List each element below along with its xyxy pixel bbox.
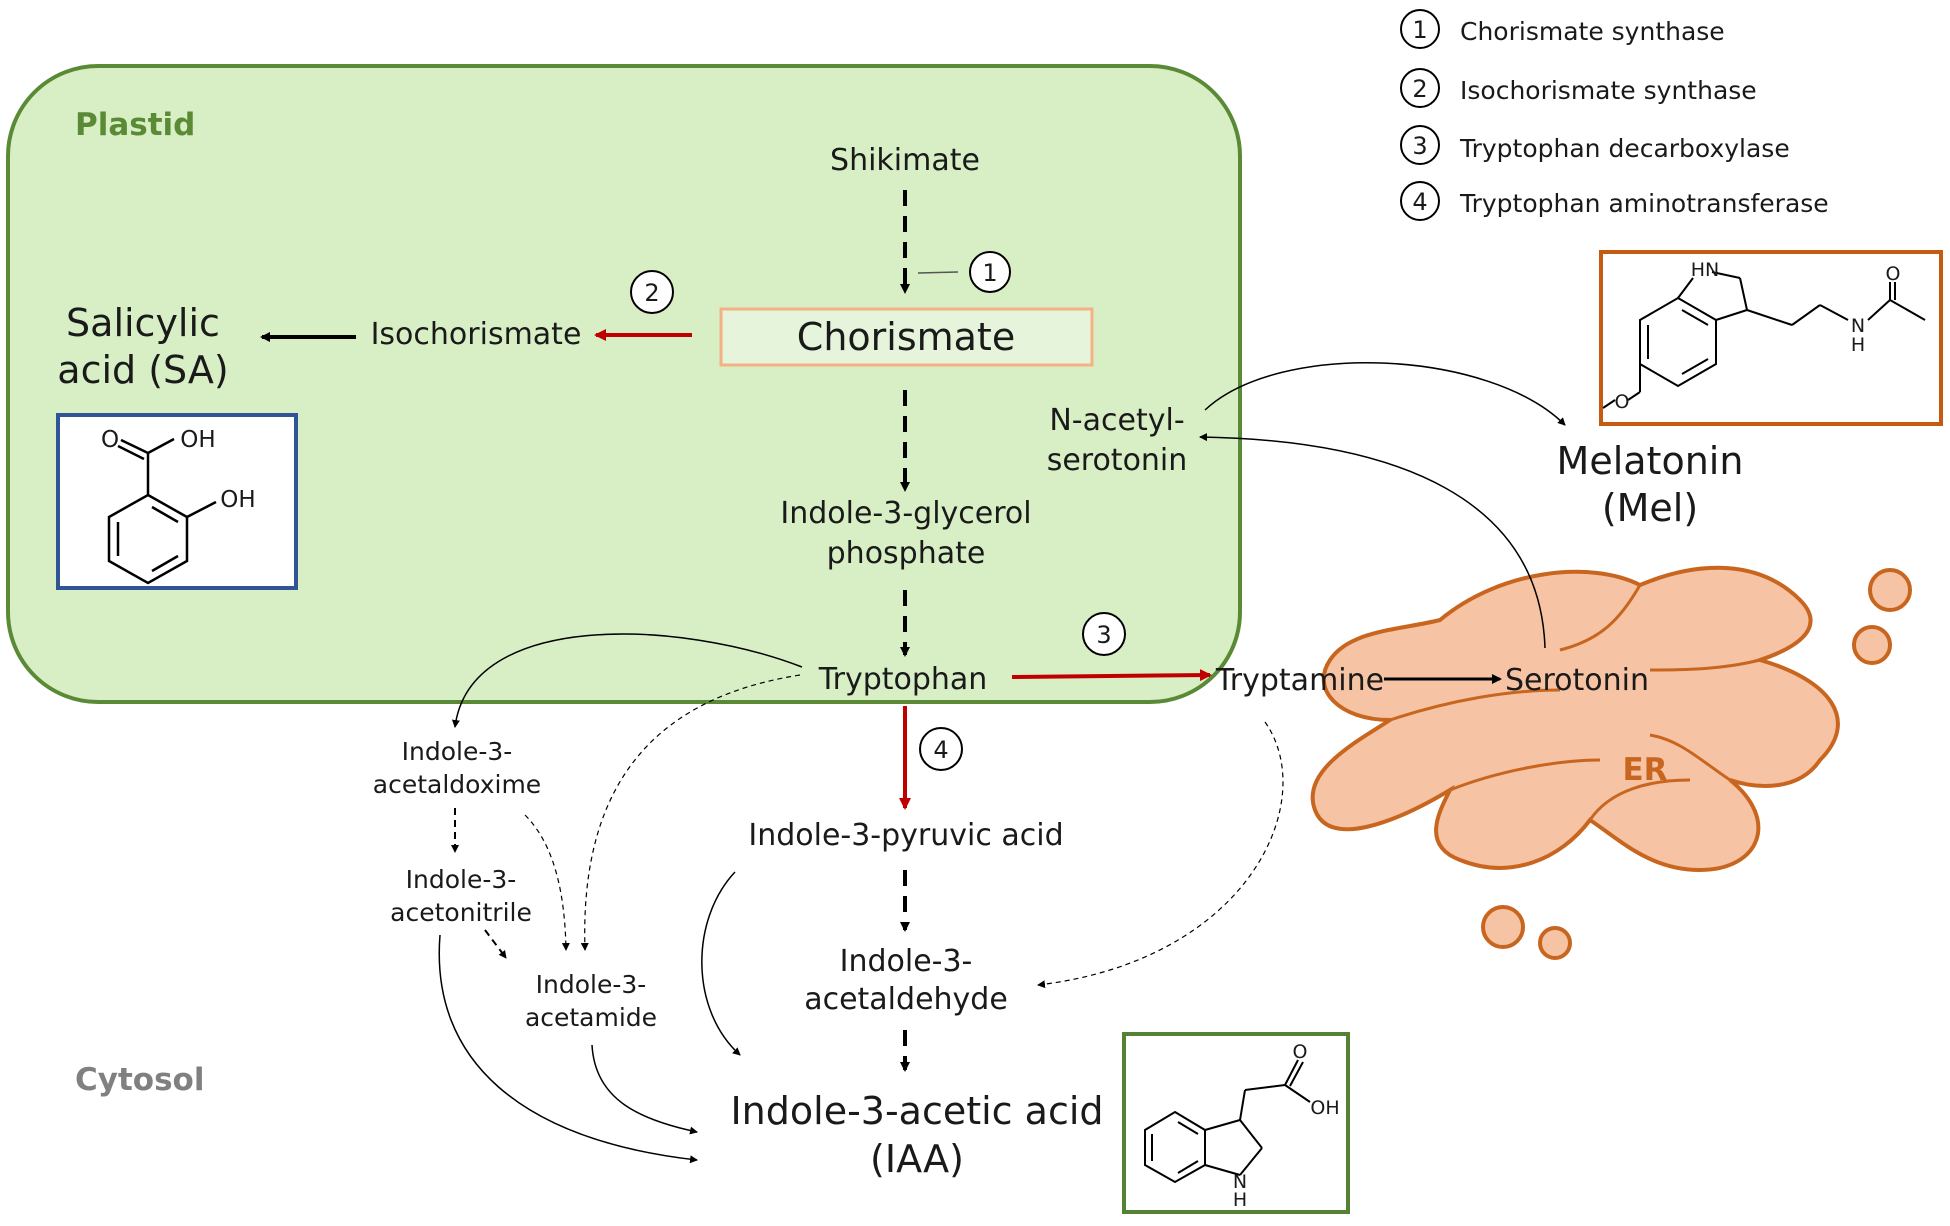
node-sa-line1: Salicylic [66,301,220,345]
iaa-structure-drawing [1144,1059,1311,1184]
arrow-tryptamine-iaald [1037,721,1284,989]
arrow-tryptophan-iaox [451,633,803,728]
node-serotonin: Serotonin [1505,663,1649,698]
mel-atom-n: N [1851,315,1865,337]
node-iaald-line2: acetaldehyde [804,982,1008,1017]
node-nas-line2: serotonin [1047,443,1188,478]
enzyme-number-3: 3 [1096,621,1111,649]
node-ian-line2: acetonitrile [390,898,532,927]
node-igp-line1: Indole-3-glycerol [780,496,1031,531]
arrow-serotonin-nas [1199,433,1546,649]
node-shikimate: Shikimate [830,143,980,178]
cytosol-label: Cytosol [75,1062,204,1098]
plastid-label: Plastid [75,107,195,143]
node-ipa: Indole-3-pyruvic acid [748,818,1063,853]
legend-label-2: Isochorismate synthase [1460,76,1757,105]
enzyme-marker-4 [919,727,963,771]
node-isochorismate: Isochorismate [371,317,582,352]
sa-atom-oh-carboxyl: OH [180,427,215,453]
arrow-nas-melatonin [1204,362,1566,426]
node-iaald-line1: Indole-3- [840,944,973,979]
node-melatonin-line2: (Mel) [1602,486,1698,530]
mel-atom-o-methoxy: O [1615,391,1630,413]
chorismate-box [719,307,1094,367]
node-ian-line1: Indole-3- [406,865,517,894]
plastid-compartment [6,64,1242,704]
node-iaox-line2: acetaldoxime [373,770,541,799]
enzyme-number-4: 4 [933,736,948,764]
enzyme1-pointer [917,271,959,274]
legend-number-2: 2 [1412,75,1427,103]
iaa-atom-oh: OH [1310,1097,1339,1119]
sa-atom-oh-hydroxyl: OH [220,487,255,513]
sa-atom-o: O [101,427,119,453]
sa-structure-box [56,413,298,590]
iaa-atom-n: N [1233,1171,1247,1193]
arrow-tryptophan-tryptamine [1011,669,1212,682]
enzyme-number-1: 1 [982,259,997,287]
enzyme-legend: 1 Chorismate synthase 2 Isochorismate sy… [1400,9,1829,221]
iaa-atom-h: H [1233,1189,1247,1211]
node-igp-line2: phosphate [827,536,986,571]
node-iam-line2: acetamide [525,1003,657,1032]
arrow-ipa-iaa [701,871,741,1056]
mel-structure-box [1599,250,1943,426]
iaa-atom-o: O [1293,1041,1308,1063]
iaa-structure-box [1122,1032,1350,1214]
mel-atom-o-carbonyl: O [1886,263,1901,285]
legend-label-1: Chorismate synthase [1460,17,1725,46]
legend-label-3: Tryptophan decarboxylase [1459,134,1790,163]
legend-number-1: 1 [1412,16,1427,44]
mel-structure-drawing [1602,271,1926,409]
legend-marker-1 [1400,9,1440,49]
mel-atom-hn: HN [1691,259,1720,281]
node-tryptamine: Tryptamine [1215,663,1384,698]
legend-marker-3 [1400,125,1440,165]
er-label: ER [1622,752,1667,788]
node-iaa-line2: (IAA) [870,1137,964,1181]
legend-number-3: 3 [1412,132,1427,160]
enzyme-marker-2 [630,270,674,314]
node-chorismate: Chorismate [797,315,1015,359]
node-iaox-line1: Indole-3- [402,737,513,766]
arrow-iaox-iam [524,814,570,951]
node-sa-line2: acid (SA) [57,348,228,392]
enzyme-marker-3 [1082,612,1126,656]
arrow-iam-iaa [591,1044,698,1135]
enzyme-number-2: 2 [644,279,659,307]
enzyme-marker-1 [969,251,1011,293]
arrow-tryptophan-iam [580,674,801,951]
node-tryptophan: Tryptophan [818,662,988,697]
sa-structure-drawing [107,437,217,585]
legend-label-4: Tryptophan aminotransferase [1459,189,1829,218]
arrow-ian-iam [484,929,507,959]
legend-number-4: 4 [1412,188,1427,216]
node-melatonin-line1: Melatonin [1557,439,1744,483]
legend-marker-4 [1400,181,1440,221]
node-iam-line1: Indole-3- [536,970,647,999]
er-organelle [1310,565,1912,960]
arrow-ian-iaa [438,934,698,1164]
node-iaa-line1: Indole-3-acetic acid [730,1089,1103,1133]
mel-atom-h: H [1851,334,1865,356]
node-nas-line1: N-acetyl- [1049,403,1184,438]
legend-marker-2 [1400,68,1440,108]
